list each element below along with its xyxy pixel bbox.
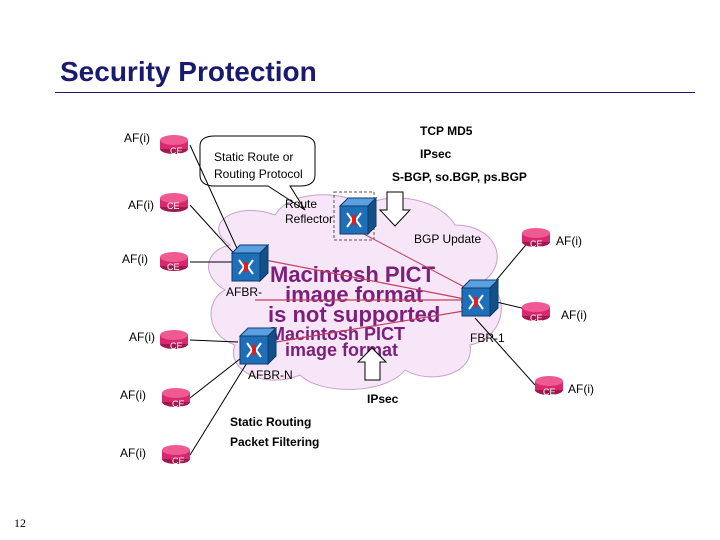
ce-router-icon: CE	[160, 252, 188, 272]
route-reflector-box	[333, 191, 375, 241]
af-label: AF(i)	[124, 131, 150, 145]
ipsec-top-label: IPsec	[420, 147, 452, 161]
ce-router-icon: CE	[535, 376, 563, 397]
af-label: AF(i)	[120, 388, 146, 402]
ce-router-icon: CE	[162, 445, 190, 466]
ce-router-icon: CE	[160, 330, 188, 351]
callout-line-2: Routing Protocol	[214, 167, 303, 181]
ce-label: CE	[170, 341, 183, 351]
ipsec-bottom-label: IPsec	[367, 392, 399, 406]
ce-label: CE	[167, 201, 180, 211]
route-reflector-label-1: Route	[285, 197, 318, 211]
ce-label: CE	[172, 456, 185, 466]
ipsec-block-arrow	[356, 347, 388, 381]
ce-label: CE	[170, 146, 183, 156]
ce-label: CE	[530, 313, 543, 323]
ce-label: CE	[543, 387, 556, 397]
ce-label: CE	[530, 239, 543, 249]
core-router-icon-afbrn	[238, 326, 278, 366]
bgp-update-label: BGP Update	[414, 232, 482, 246]
afbr-n-label: AFBR-N	[248, 368, 293, 382]
bgp-arrow-3	[257, 306, 472, 346]
title-divider	[55, 92, 695, 93]
core-router-icon-afbr1	[230, 243, 270, 283]
page-title: Security Protection	[60, 56, 317, 87]
ce-link-1	[189, 144, 241, 256]
af-label: AF(i)	[568, 382, 594, 396]
ce-link-6	[189, 357, 251, 456]
static-routing-label: Static Routing	[230, 415, 312, 429]
ce-link-9	[474, 317, 536, 386]
af-label: AF(i)	[120, 446, 146, 460]
pict-line-4: Macintosh PICT	[270, 324, 405, 344]
af-label: AF(i)	[561, 308, 587, 322]
pict-line-3: is not supported	[268, 302, 440, 327]
af-label: AF(i)	[128, 198, 154, 212]
core-router-icon-reflector	[338, 196, 378, 236]
sbgp-label: S-BGP, so.BGP, ps.BGP	[392, 170, 527, 184]
packet-filtering-label: Packet Filtering	[230, 435, 320, 449]
ce-router-icon: CE	[162, 388, 190, 409]
page-number: 12	[14, 516, 26, 530]
ce-router-icon: CE	[522, 228, 550, 249]
ce-link-4	[189, 339, 239, 343]
bgp-arrow-4	[359, 231, 471, 291]
callout-line-1: Static Route or	[214, 150, 294, 164]
afbr-1-label: AFBR-	[226, 285, 262, 299]
tcp-block-arrow	[378, 191, 412, 227]
core-router-icon-fbr1	[460, 278, 500, 318]
fbr-1-label: FBR-1	[470, 331, 505, 345]
af-label: AF(i)	[556, 234, 582, 248]
ce-label: CE	[172, 399, 185, 409]
tcp-md5-label: TCP MD5	[420, 124, 473, 138]
ce-router-icon: CE	[160, 193, 188, 212]
ce-link-5	[189, 354, 246, 399]
ce-label: CE	[167, 262, 180, 272]
ce-router-icon: CE	[522, 302, 550, 323]
ce-router-icon: CE	[160, 135, 188, 156]
route-reflector-label-2: Reflector	[285, 212, 334, 226]
af-label: AF(i)	[129, 330, 155, 344]
bgp-arrow-1	[254, 257, 472, 304]
ce-link-2	[189, 204, 241, 261]
af-label: AF(i)	[122, 252, 148, 266]
